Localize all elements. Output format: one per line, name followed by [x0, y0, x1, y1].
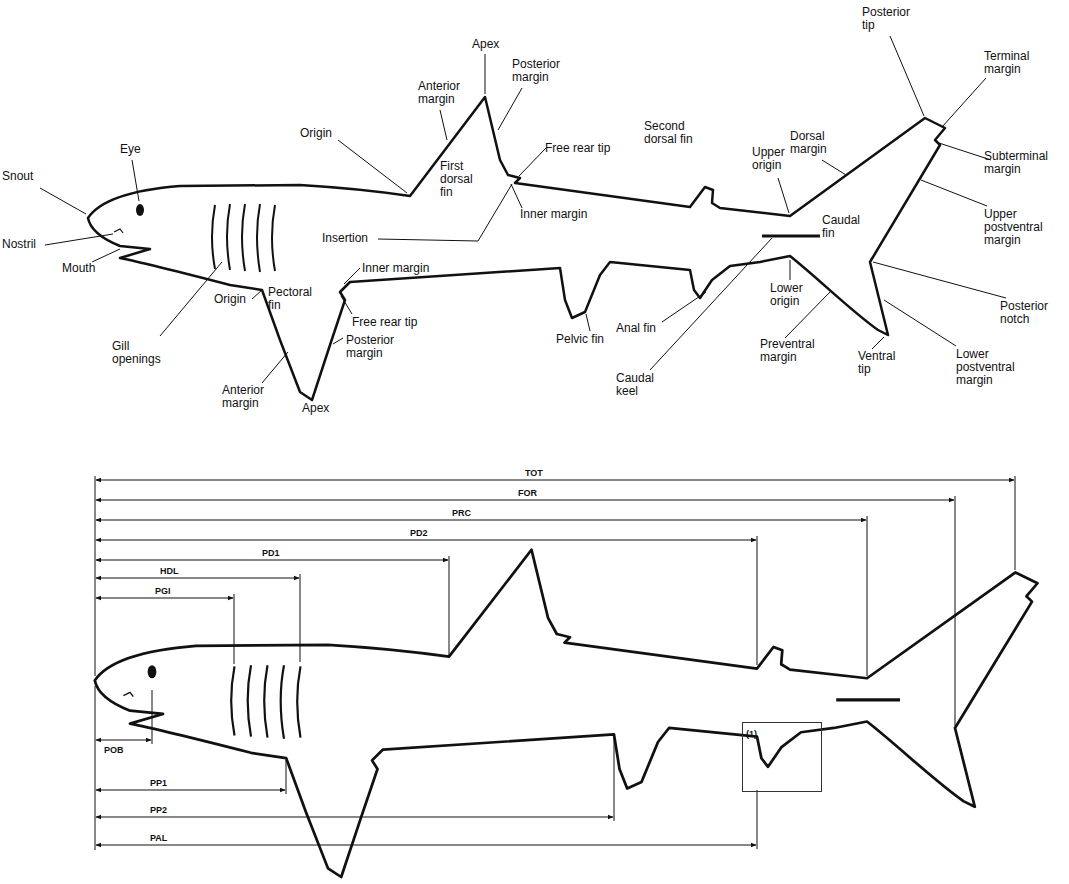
measurement-code: PRC — [452, 508, 471, 518]
part-label: Mouth — [62, 262, 95, 275]
part-label: Origin — [300, 127, 332, 140]
part-label: Ventral tip — [858, 350, 898, 376]
part-label: Terminal margin — [984, 50, 1046, 76]
part-label: Free rear tip — [545, 142, 610, 155]
part-label: Posterior margin — [512, 58, 574, 84]
part-label: Apex — [472, 38, 499, 51]
part-label: Anterior margin — [418, 80, 480, 106]
part-label: Caudal fin — [822, 214, 862, 240]
part-label: Inner margin — [520, 208, 587, 221]
part-label: Inner margin — [362, 262, 429, 275]
measurement-code: PP2 — [150, 805, 167, 815]
part-label: Lower origin — [770, 282, 815, 308]
part-label: Caudal keel — [616, 372, 661, 398]
part-label: Nostril — [2, 238, 36, 251]
measurement-code: PAL — [150, 833, 167, 843]
measurement-code: PD1 — [262, 548, 280, 558]
part-label: Anal fin — [616, 322, 656, 335]
part-label: Posterior tip — [862, 6, 917, 32]
part-label: Anterior margin — [222, 384, 282, 410]
part-label: Second dorsal fin — [644, 120, 699, 146]
measurement-code: FOR — [518, 488, 537, 498]
measurement-code: PGI — [155, 586, 171, 596]
measurement-code: TOT — [525, 468, 543, 478]
part-label: Posterior margin — [346, 334, 408, 360]
part-label: Snout — [2, 170, 33, 183]
detail-box: (1) — [742, 722, 822, 792]
part-label: Eye — [120, 143, 141, 156]
part-label: Gill openings — [112, 340, 172, 366]
part-label: Lower postventral margin — [956, 348, 1028, 387]
part-label: Subterminal margin — [984, 150, 1056, 176]
part-label: Preventral margin — [760, 338, 826, 364]
part-label: Apex — [302, 402, 329, 415]
measurement-code: PD2 — [410, 528, 428, 538]
measurement-code: POB — [104, 745, 124, 755]
callout-number: (1) — [746, 729, 757, 739]
measurement-code: HDL — [160, 566, 179, 576]
part-label: Free rear tip — [352, 316, 417, 329]
part-label: Posterior notch — [1000, 300, 1060, 326]
part-label: Origin — [214, 293, 246, 306]
part-label: Dorsal margin — [790, 130, 842, 156]
part-label: Pelvic fin — [556, 333, 604, 346]
part-label: First dorsal fin — [440, 160, 485, 199]
measurement-code: PP1 — [150, 778, 167, 788]
part-label: Pectoral fin — [268, 286, 323, 312]
part-label: Insertion — [322, 232, 368, 245]
part-label: Upper postventral margin — [984, 208, 1056, 247]
